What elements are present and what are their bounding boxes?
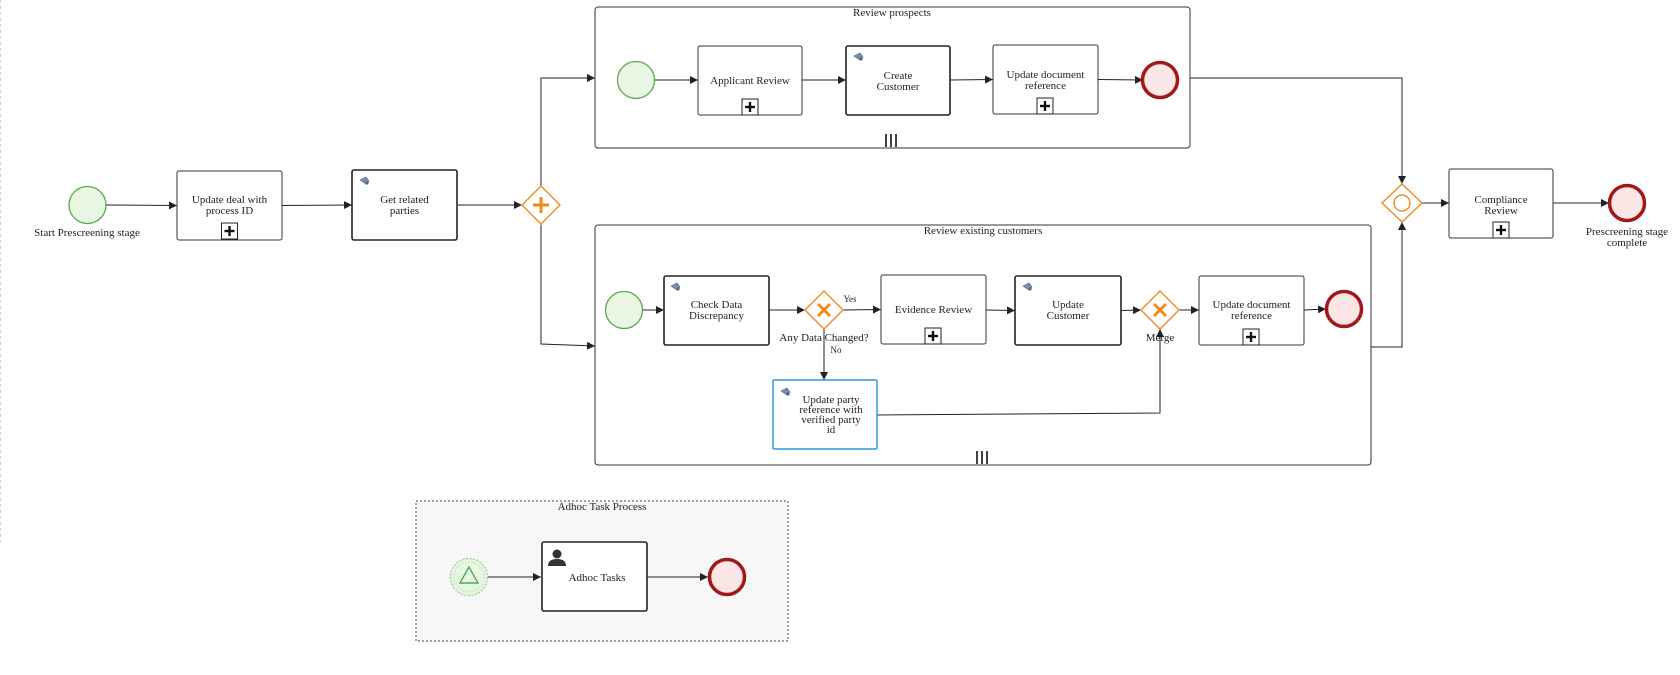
task-create-customer[interactable]: Create Customer xyxy=(845,45,951,116)
task-label-line2: Customer xyxy=(1047,310,1090,322)
flow-evidence-to-update-customer[interactable] xyxy=(985,306,1016,315)
task-update-party-reference[interactable]: Update party reference with verified par… xyxy=(772,379,878,450)
collapsed-subprocess-plus-icon[interactable] xyxy=(1492,221,1510,239)
multi-instance-parallel-icon xyxy=(976,451,988,464)
task-label-line1: Update document xyxy=(1213,299,1291,311)
exclusive-gateway-merge[interactable] xyxy=(1140,290,1180,330)
sequence-flows xyxy=(105,74,1609,581)
task-label-line4: id xyxy=(827,424,836,436)
collapsed-subprocess-plus-icon[interactable] xyxy=(924,327,942,345)
task-label-line1: Create xyxy=(884,70,913,82)
parallel-gateway-fork[interactable] xyxy=(521,185,561,225)
rp-start-event[interactable] xyxy=(616,60,656,100)
task-label-line2: Customer xyxy=(877,81,920,93)
task-re-update-document-reference[interactable]: Update document reference xyxy=(1198,275,1305,346)
flow-update-doc-to-end[interactable] xyxy=(1097,75,1144,84)
task-label-line1: Get related xyxy=(380,194,429,206)
re-end-event[interactable] xyxy=(1324,289,1364,329)
task-evidence-review[interactable]: Evidence Review xyxy=(880,274,987,345)
collapsed-subprocess-plus-icon[interactable] xyxy=(741,98,759,116)
service-task-icon xyxy=(853,52,864,61)
flow-fork-to-review-existing[interactable] xyxy=(540,224,596,350)
task-label-line1: Update document xyxy=(1007,69,1085,81)
subprocess-title: Adhoc Task Process xyxy=(558,501,647,513)
task-adhoc-tasks[interactable]: Adhoc Tasks xyxy=(541,541,648,612)
task-label-line2: reference xyxy=(1025,80,1066,92)
task-applicant-review[interactable]: Applicant Review xyxy=(697,45,803,116)
adhoc-signal-start-event[interactable] xyxy=(449,557,489,597)
user-task-icon xyxy=(548,549,566,566)
task-label-line1: Update deal with xyxy=(192,194,268,206)
end-event-label-line2: complete xyxy=(1607,237,1647,249)
rp-end-event[interactable] xyxy=(1140,60,1180,100)
task-label-line3: verified party xyxy=(801,414,861,426)
flow-gateway-yes-to-evidence[interactable] xyxy=(842,305,882,314)
subprocess-title: Review existing customers xyxy=(924,225,1043,237)
end-event-label-line1: Prescreening stage xyxy=(1586,226,1668,238)
merge-gateway-label: Merge xyxy=(1146,332,1175,344)
task-label-line1: Check Data xyxy=(691,299,743,311)
task-compliance-review[interactable]: Compliance Review xyxy=(1448,168,1554,239)
flow-start-to-update-deal[interactable] xyxy=(105,201,178,210)
service-task-icon xyxy=(780,387,791,396)
flow-update-doc-to-end[interactable] xyxy=(1303,305,1327,314)
gateway-label: Any Data Changed? xyxy=(779,332,868,344)
task-label: Adhoc Tasks xyxy=(569,572,626,584)
collapsed-subprocess-plus-icon[interactable] xyxy=(1036,97,1054,115)
end-event-prescreening-complete[interactable] xyxy=(1607,183,1647,223)
task-label-line2: process ID xyxy=(206,205,253,217)
task-rp-update-document-reference[interactable]: Update document reference xyxy=(992,44,1099,115)
flow-fork-to-review-prospects[interactable] xyxy=(540,74,595,186)
task-label-line2: parties xyxy=(390,205,419,217)
flow-review-prospects-to-join[interactable] xyxy=(1190,77,1406,184)
multi-instance-parallel-icon xyxy=(885,134,897,147)
task-label-line1: Compliance xyxy=(1474,194,1527,206)
start-event-prescreening[interactable] xyxy=(68,185,107,225)
task-label: Evidence Review xyxy=(895,304,972,316)
flow-label-yes: Yes xyxy=(843,294,857,304)
task-label-line2: reference xyxy=(1231,310,1272,322)
start-event-label: Start Prescreening stage xyxy=(34,227,140,239)
task-label-line1: Update party xyxy=(802,394,860,406)
subprocess-title: Review prospects xyxy=(853,7,931,19)
adhoc-end-event[interactable] xyxy=(707,557,747,597)
flow-create-to-update-doc[interactable] xyxy=(949,75,994,84)
task-get-related-parties[interactable]: Get related parties xyxy=(351,169,458,241)
task-label-line2: reference with xyxy=(799,404,863,416)
collapsed-subprocess-plus-icon[interactable] xyxy=(221,222,238,240)
service-task-icon xyxy=(670,282,681,291)
inclusive-gateway-join[interactable] xyxy=(1380,183,1424,223)
task-update-customer[interactable]: Update Customer xyxy=(1014,275,1122,346)
flow-update-party-to-merge[interactable] xyxy=(876,329,1164,416)
collapsed-subprocess-plus-icon[interactable] xyxy=(1242,328,1260,346)
task-check-data-discrepancy[interactable]: Check Data Discrepancy xyxy=(663,275,770,346)
task-label: Applicant Review xyxy=(710,75,790,87)
exclusive-gateway-any-data-changed[interactable] xyxy=(804,290,844,330)
re-start-event[interactable] xyxy=(604,290,644,330)
task-label-line1: Update xyxy=(1052,299,1084,311)
service-task-icon xyxy=(359,176,370,185)
service-task-icon xyxy=(1022,282,1033,291)
task-label-line2: Review xyxy=(1484,205,1518,217)
task-update-deal[interactable]: Update deal with process ID xyxy=(176,170,283,241)
flow-update-deal-to-get-related[interactable] xyxy=(281,201,353,210)
flow-review-existing-to-join[interactable] xyxy=(1371,222,1406,348)
flow-label-no: No xyxy=(831,345,842,355)
task-label-line2: Discrepancy xyxy=(689,310,744,322)
flow-update-customer-to-merge[interactable] xyxy=(1120,306,1142,315)
signal-icon xyxy=(458,565,480,584)
